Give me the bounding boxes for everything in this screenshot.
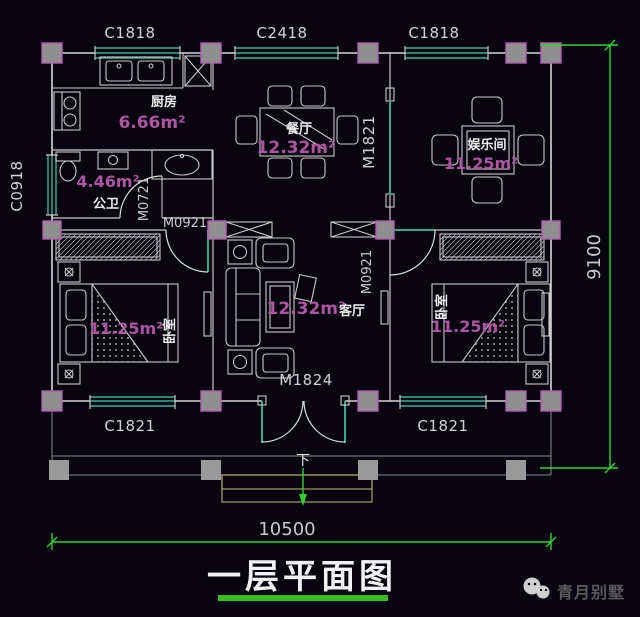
bed-right [431,283,551,363]
room-name-living: 客厅 [339,303,365,319]
refrigerator [184,55,212,87]
lintel-symbols [225,221,378,238]
door-label-entrance: M1824 [279,371,333,389]
vanity-sink [151,149,213,180]
window-top-center [234,46,339,60]
wechat-icon [523,577,550,599]
door-bedroom-left [165,229,209,273]
window-label-top-left: C1818 [104,24,155,42]
wardrobe-left [55,233,161,261]
nightstand-left-bottom [57,363,81,385]
room-area-dining: 12.32m² [257,138,336,158]
room-name-bedroom-right: 卧室 [434,294,450,320]
sofa-set [225,237,317,379]
room-area-living: 12.32m² [267,299,346,319]
door-label-bathroom: M0721 [137,177,152,221]
dimension-bottom: 10500 [46,519,557,550]
window-label-top-center: C2418 [256,24,307,42]
kitchen-counter [52,53,184,89]
room-area-bathroom: 4.46m² [76,172,139,191]
door-label-dining: M1821 [360,115,378,169]
dining-table-set [235,85,359,179]
door-bedroom-right [389,229,436,276]
window-top-right [404,46,489,60]
window-left-bath [46,154,58,216]
room-area-kitchen: 6.66m² [118,113,185,133]
watermark-brand: 青月别墅 [557,583,625,602]
room-area-bedroom-left: 11.25m² [89,319,163,338]
dimension-bottom-value: 10500 [258,519,315,540]
entry-direction-arrow [299,468,307,506]
window-top-left [94,46,181,60]
kitchen-sink [99,56,173,86]
page-title: 一层平面图 [207,557,397,597]
porch [51,401,552,503]
title-underline [218,595,388,601]
tv-bedroom-right [541,292,550,337]
door-bathroom [119,175,163,219]
room-name-bathroom: 公卫 [93,197,119,212]
room-name-bedroom-left: 卧室 [162,318,178,344]
wardrobe-right [439,233,545,261]
bed-left [59,283,179,363]
tv-bedroom-left [203,291,212,337]
window-bottom-left [89,395,176,409]
tv-living [380,290,389,325]
nightstand-right-bottom [525,363,549,385]
dimension-right: 9100 [540,39,618,474]
window-bottom-right [399,395,487,409]
room-name-dining: 餐厅 [285,121,312,137]
structural-columns [41,42,562,480]
washing-machine [97,151,129,170]
stairs-down-label: 下 [296,453,310,469]
room-area-entertainment: 11.25m² [444,154,518,173]
drawing-title: 一层平面图 [207,557,397,601]
room-name-kitchen: 厨房 [151,94,177,110]
nightstand-left-top [57,261,81,283]
window-label-bottom-left: C1821 [104,417,155,435]
room-name-entertainment: 娱乐间 [467,137,506,153]
window-label-left: C0918 [8,160,26,211]
toilet [55,151,81,182]
room-area-bedroom-right: 11.25m² [431,317,505,336]
nightstand-right-top [525,261,549,283]
window-label-top-right: C1818 [408,24,459,42]
door-entrance-double [257,395,350,443]
kitchen-stove [53,91,81,131]
watermark: 青月别墅 [523,577,625,602]
door-label-bedroom-left: M0921 [163,216,207,231]
dimension-right-value: 9100 [584,234,605,280]
door-label-bedroom-right: M0921 [360,250,375,294]
window-label-bottom-right: C1821 [417,417,468,435]
game-table-set [431,96,545,204]
